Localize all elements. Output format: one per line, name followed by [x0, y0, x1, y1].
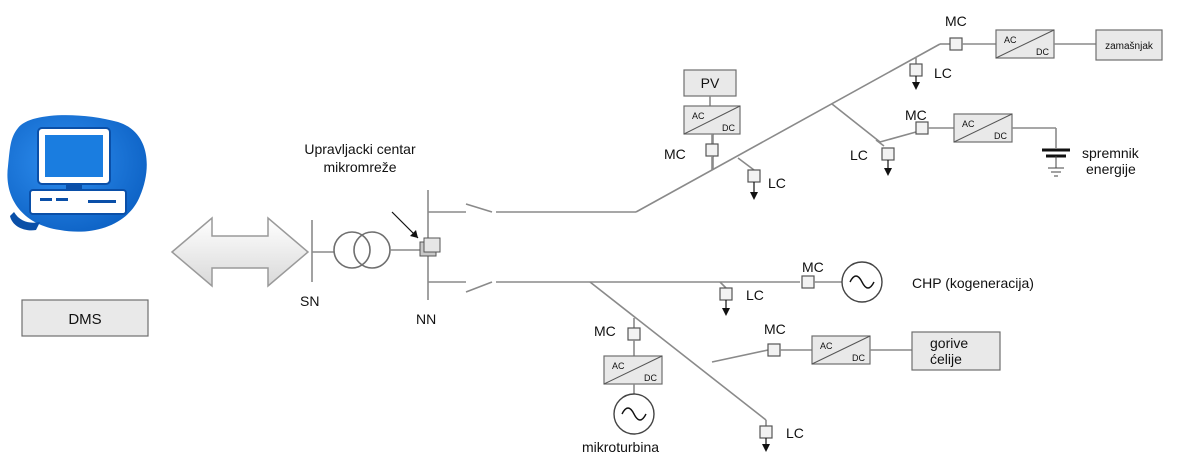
- control-center-icon: [419, 237, 441, 257]
- sn-label: SN: [300, 293, 319, 309]
- svg-text:AC: AC: [692, 111, 705, 121]
- svg-text:DC: DC: [722, 123, 735, 133]
- chp-generator-icon: [841, 261, 883, 303]
- fuel-cells-box: [911, 331, 1001, 371]
- svg-text:DC: DC: [994, 131, 1007, 141]
- mc-label-storage: MC: [905, 107, 927, 123]
- svg-text:DC: DC: [852, 353, 865, 363]
- lc-switch-1: [747, 169, 761, 183]
- mc-switch-chp: [801, 275, 815, 289]
- pv-label: PV: [701, 75, 720, 91]
- storage-inverter: AC DC: [953, 113, 1013, 143]
- mc-label-chp: MC: [802, 259, 824, 275]
- battery-icon: [1042, 148, 1070, 177]
- lc-switch-storage: [881, 147, 895, 161]
- control-center-label-2: mikromreže: [323, 159, 396, 175]
- mc-switch-top: [949, 37, 963, 51]
- fuel-cells-label-1: gorive: [930, 335, 968, 351]
- chp-label: CHP (kogeneracija): [912, 275, 1034, 291]
- lc-label-bottom: LC: [786, 425, 804, 441]
- mc-label-microturbine: MC: [594, 323, 616, 339]
- lc-switch-bottom: [759, 425, 773, 439]
- control-center-label-1: Upravljacki centar: [304, 141, 416, 157]
- microturbine-generator-icon: [613, 393, 655, 435]
- svg-text:AC: AC: [962, 119, 975, 129]
- mc-label-top: MC: [945, 13, 967, 29]
- lc-switch-top: [909, 63, 923, 77]
- lc-switch-2: [719, 287, 733, 301]
- lc-label-1: LC: [768, 175, 786, 191]
- mc-switch-fuelcells: [767, 343, 781, 357]
- pv-mc-switch: [705, 143, 719, 157]
- lc-label-top: LC: [934, 65, 952, 81]
- svg-text:AC: AC: [612, 361, 625, 371]
- svg-text:DC: DC: [1036, 47, 1049, 57]
- lc-label-storage: LC: [850, 147, 868, 163]
- transformer-secondary: [353, 231, 391, 269]
- mc-switch-microturbine: [627, 327, 641, 341]
- flywheel-inverter: AC DC: [995, 29, 1055, 59]
- transformer-primary: [333, 231, 371, 269]
- svg-text:AC: AC: [1004, 35, 1017, 45]
- dms-label: DMS: [68, 311, 101, 328]
- microturbine-label: mikroturbina: [582, 439, 659, 455]
- pv-inverter: AC DC: [683, 105, 741, 135]
- mc-switch-storage: [915, 121, 929, 135]
- pv-mc-label: MC: [664, 146, 686, 162]
- nn-label: NN: [416, 311, 436, 327]
- communication-arrow: [170, 216, 310, 288]
- computer-icon: [7, 115, 147, 232]
- storage-label-1: spremnik: [1082, 145, 1140, 161]
- flywheel-label: zamašnjak: [1105, 41, 1154, 52]
- microturbine-inverter: AC DC: [603, 355, 663, 385]
- lc-label-2: LC: [746, 287, 764, 303]
- flywheel-box: [1095, 29, 1163, 61]
- storage-label-2: energije: [1086, 161, 1136, 177]
- mc-label-fuelcells: MC: [764, 321, 786, 337]
- fuel-cells-label-2: ćelije: [930, 351, 962, 367]
- dms-box: [21, 299, 149, 337]
- svg-text:AC: AC: [820, 341, 833, 351]
- pv-box: [683, 69, 737, 97]
- svg-text:DC: DC: [644, 373, 657, 383]
- fuelcell-inverter: AC DC: [811, 335, 871, 365]
